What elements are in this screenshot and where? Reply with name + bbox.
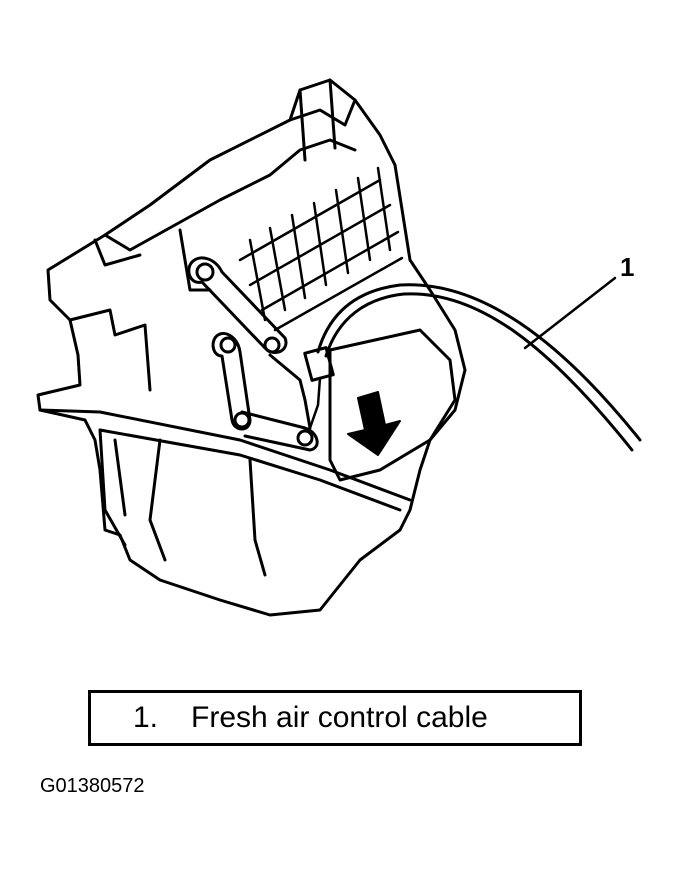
- housing-left-channel: [98, 428, 127, 547]
- housing-left-slot: [178, 228, 212, 292]
- housing-left-wall: [68, 238, 152, 392]
- hvac-housing-diagram: 1: [36, 78, 642, 617]
- legend-item-number: 1.: [133, 701, 159, 734]
- cable-end-to-lever: [308, 376, 322, 430]
- callout-leader-line: [523, 276, 617, 350]
- legend-item-text: Fresh air control cable: [191, 701, 488, 734]
- housing-top-block: [298, 78, 337, 162]
- housing-right-panel: [328, 328, 457, 482]
- legend-box: 1. Fresh air control cable: [88, 690, 582, 746]
- control-linkage: [187, 256, 319, 452]
- housing-front-inner-line: [98, 428, 402, 512]
- housing-grille: [238, 166, 404, 332]
- housing-front-face: [38, 408, 412, 502]
- housing-upper-edge: [103, 138, 357, 252]
- control-cable: [316, 283, 642, 442]
- housing-bottom-curve: [148, 438, 267, 577]
- direction-arrow-icon: [347, 391, 401, 456]
- cable-clip: [303, 346, 335, 382]
- figure-id: G01380572: [40, 775, 145, 797]
- control-cable-inner: [324, 292, 634, 452]
- housing-outline: [36, 78, 467, 617]
- callout-number-1: 1: [620, 252, 634, 282]
